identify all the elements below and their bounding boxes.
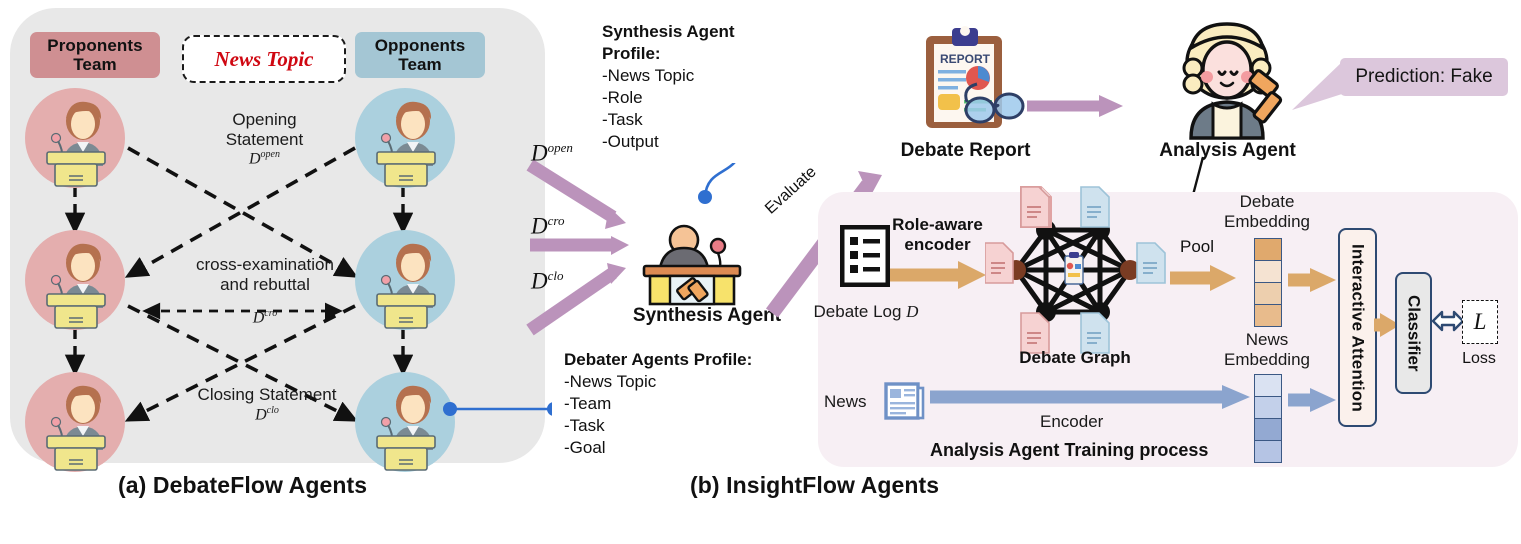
news-embedding-cell-1 — [1255, 397, 1281, 419]
debater-agents-profile-note: Debater Agents Profile: -News Topic -Tea… — [552, 340, 790, 469]
debate-log-label: Debate Log D — [813, 302, 919, 321]
news-encoder-arrow — [930, 385, 1250, 409]
opponent-avatar-3 — [355, 372, 455, 472]
news-topic-box: News Topic — [182, 35, 346, 83]
debate-embedding-cell-3 — [1255, 305, 1281, 326]
d-cro-symbol: Dcro — [252, 308, 278, 327]
debate-embedding-cell-0 — [1255, 239, 1281, 261]
synthesis-agent-label: Synthesis Agent — [632, 305, 782, 326]
debate-embedding-label: Debate Embedding — [1212, 192, 1322, 231]
loss-box: L — [1462, 300, 1498, 344]
debate-embedding-cell-2 — [1255, 283, 1281, 305]
role-aware-line1: Role-aware — [892, 215, 983, 234]
debater-profile-connector — [443, 402, 561, 416]
news-topic-label: News Topic — [214, 46, 314, 71]
interactive-attention-label: Interactive Attention — [1348, 243, 1368, 412]
synthesis-agent-icon — [626, 222, 756, 312]
news-embedding-arrow — [1288, 388, 1336, 412]
proponent-avatar-2 — [25, 230, 125, 330]
analysis-agent-label: Analysis Agent — [1159, 140, 1296, 161]
panel-a-caption: (a) DebateFlow Agents — [118, 472, 368, 498]
synthesis-profile-item-3: -Output — [602, 132, 659, 152]
d-cro-input-symbol: Dcro — [531, 213, 565, 239]
classifier-label: Classifier — [1404, 294, 1424, 372]
panel-b-caption: (b) InsightFlow Agents — [690, 472, 940, 498]
debate-embedding-arrow — [1288, 268, 1336, 292]
classifier-box: Classifier — [1395, 272, 1432, 394]
opponents-team-line1: Opponents — [374, 35, 466, 55]
closing-statement-line1: Closing Statement — [197, 385, 337, 404]
opponents-team-line2: Team — [398, 55, 442, 74]
report-to-agent-arrow — [1027, 95, 1123, 117]
debate-report-label: Debate Report — [900, 140, 1031, 161]
analysis-to-panel-line — [1191, 156, 1205, 196]
role-aware-line2: encoder — [904, 235, 971, 255]
proponents-team-badge: Proponents Team — [30, 32, 160, 78]
debate-log-icon — [839, 224, 891, 292]
opening-statement-line2: Statement — [225, 129, 304, 149]
debate-embedding-line2: Embedding — [1223, 211, 1310, 231]
proponents-team-line1: Proponents — [47, 35, 143, 55]
synthesis-agent-profile-note: Synthesis Agent Profile: -News Topic -Ro… — [590, 12, 805, 163]
training-process-caption: Analysis Agent Training process — [930, 440, 1209, 460]
prediction-bubble-tail — [1292, 62, 1342, 110]
proponent-avatar-1 — [25, 88, 125, 188]
debater-profile-title: Debater Agents Profile: — [564, 350, 753, 369]
loss-symbol: L — [1473, 309, 1487, 334]
svg-text:REPORT: REPORT — [940, 52, 991, 66]
news-embedding-cell-3 — [1255, 441, 1281, 462]
proponent-avatar-3 — [25, 372, 125, 472]
pool-arrow — [1170, 265, 1236, 291]
opponent-avatar-1 — [355, 88, 455, 188]
d-open-symbol: Dopen — [248, 149, 280, 168]
d-clo-symbol: Dclo — [255, 404, 279, 424]
encoder-label: Encoder — [1040, 412, 1104, 431]
debate-embedding-vector — [1254, 238, 1282, 327]
debater-profile-item-3: -Goal — [564, 438, 606, 458]
news-icon — [884, 378, 926, 427]
debater-profile-item-2: -Task — [564, 416, 605, 436]
loss-label: Loss — [1462, 350, 1496, 367]
opening-statement-line1: Opening — [232, 110, 297, 129]
interactive-attention-box: Interactive Attention — [1338, 228, 1377, 427]
role-aware-encoder-label: Role-aware encoder — [880, 215, 995, 255]
debate-graph-label: Debate Graph — [1019, 348, 1131, 367]
role-aware-encoder-arrow — [890, 261, 986, 289]
news-label: News — [824, 392, 867, 411]
d-clo-input-symbol: Dclo — [531, 268, 564, 294]
synthesis-profile-item-2: -Task — [602, 110, 643, 130]
attention-to-classifier-arrow — [1374, 313, 1400, 337]
debate-embedding-line1: Debate — [1239, 192, 1295, 211]
cross-exam-line2: and rebuttal — [220, 274, 310, 294]
debater-profile-item-0: -News Topic — [564, 372, 657, 392]
debate-input-arrows — [526, 159, 629, 336]
opening-statement-label: Opening Statement Dopen — [182, 110, 347, 169]
opponents-team-badge: Opponents Team — [355, 32, 485, 78]
prediction-text: Prediction: Fake — [1355, 66, 1493, 87]
debate-embedding-cell-1 — [1255, 261, 1281, 283]
news-embedding-label: News Embedding — [1212, 330, 1322, 369]
classifier-loss-double-arrow — [1431, 310, 1465, 332]
news-embedding-vector — [1254, 374, 1282, 463]
news-embedding-line2: Embedding — [1223, 349, 1310, 369]
synthesis-profile-item-1: -Role — [602, 88, 643, 108]
analysis-agent-icon — [1165, 20, 1290, 145]
d-open-input-symbol: Dopen — [531, 140, 573, 166]
synthesis-profile-title: Synthesis Agent Profile: — [602, 22, 735, 64]
closing-statement-label: Closing Statement Dclo — [162, 385, 372, 425]
news-embedding-line1: News — [1245, 330, 1289, 349]
proponents-team-line2: Team — [73, 55, 117, 74]
debater-profile-item-1: -Team — [564, 394, 612, 414]
debate-report-icon: REPORT — [910, 20, 1030, 140]
pool-label: Pool — [1180, 237, 1215, 256]
debate-graph-documents — [985, 186, 1166, 354]
prediction-bubble: Prediction: Fake — [1340, 58, 1508, 96]
news-embedding-cell-0 — [1255, 375, 1281, 397]
news-embedding-cell-2 — [1255, 419, 1281, 441]
cross-examination-label: cross-examination and rebuttal Dcro — [155, 255, 375, 328]
synthesis-profile-item-0: -News Topic — [602, 66, 695, 86]
opponent-avatar-2 — [355, 230, 455, 330]
cross-exam-line1: cross-examination — [196, 255, 334, 274]
debateflow-graph — [64, 146, 414, 422]
